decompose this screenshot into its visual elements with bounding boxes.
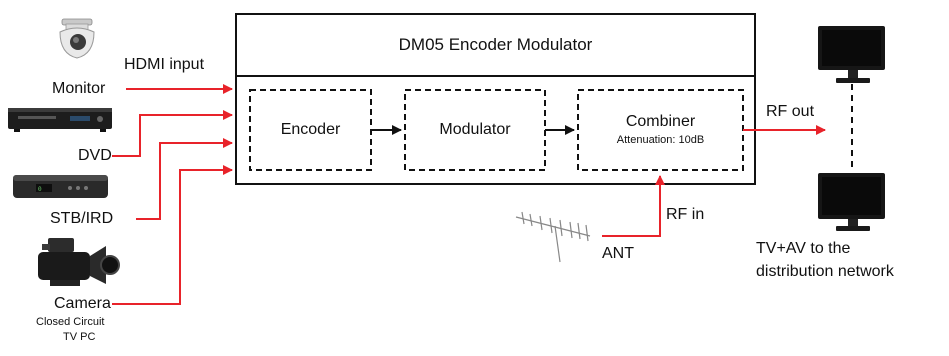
combiner-attenuation: Attenuation: 10dB xyxy=(616,134,705,146)
svg-text:0: 0 xyxy=(38,186,42,193)
dvd-label: DVD xyxy=(78,147,112,164)
camera-input-line xyxy=(112,165,233,305)
dvd-player-icon xyxy=(8,108,112,132)
combiner-label: Combiner xyxy=(625,113,696,130)
output-label-line1: TV+AV to the xyxy=(756,240,851,257)
device-title: DM05 Encoder Modulator xyxy=(398,35,593,54)
output-label-line2: distribution network xyxy=(756,263,894,280)
camera-dome-icon xyxy=(59,18,95,59)
device-body-box xyxy=(235,75,756,185)
monitor-label: Monitor xyxy=(52,80,106,97)
dvd-input-line xyxy=(112,110,233,157)
stb-input-line xyxy=(136,138,233,220)
combiner-label-group: Combiner Attenuation: 10dB xyxy=(578,90,743,170)
camera-label: Camera xyxy=(54,295,111,312)
hdmi-input-label: HDMI input xyxy=(124,56,205,73)
set-top-box-icon: 0 xyxy=(13,175,108,198)
tv-monitor-icon xyxy=(818,173,885,231)
tv-monitor-icon xyxy=(818,26,885,83)
encoder-label: Encoder xyxy=(280,121,341,138)
camera-sublabel-1: Closed Circuit xyxy=(36,316,105,328)
antenna-icon xyxy=(515,211,591,263)
ant-label: ANT xyxy=(602,245,634,262)
stb-label: STB/IRD xyxy=(50,210,114,227)
camcorder-icon xyxy=(38,238,120,286)
device-title-box xyxy=(235,13,756,77)
camera-sublabel-2: TV PC xyxy=(63,331,96,343)
rf-in-label: RF in xyxy=(666,206,705,223)
rf-out-label: RF out xyxy=(766,103,815,120)
rf-in-line xyxy=(602,175,665,237)
modulator-label: Modulator xyxy=(439,121,511,138)
